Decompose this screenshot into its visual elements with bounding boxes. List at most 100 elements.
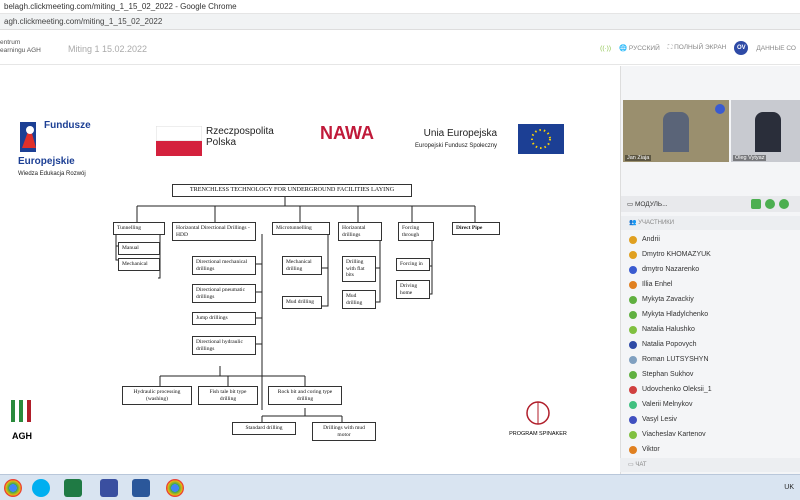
video-tile[interactable]: Oleg Vytyaz bbox=[731, 100, 800, 162]
agh-logo: AGH bbox=[6, 396, 38, 441]
participant-name: Valerii Melnykov bbox=[642, 401, 693, 408]
participant-item[interactable]: Mykyta Hladylchenko bbox=[621, 307, 800, 322]
node-dmech: Directional mechanical drillings bbox=[192, 256, 256, 275]
participant-item[interactable]: Vasyl Lesiv bbox=[621, 412, 800, 427]
participant-item[interactable]: Mykyta Zavackiy bbox=[621, 292, 800, 307]
node-forcing-in: Forcing in bbox=[396, 258, 430, 271]
participant-avatar bbox=[629, 340, 637, 349]
participant-avatar bbox=[629, 355, 637, 364]
node-manual: Manual bbox=[118, 242, 160, 255]
node-dhyd: Directional hydraulic drillings bbox=[192, 336, 256, 355]
skype-icon[interactable] bbox=[32, 479, 50, 497]
participant-name: Udovchenko Oleksii_1 bbox=[642, 386, 712, 393]
participant-name: Viacheslav Kartenov bbox=[642, 431, 706, 438]
window-title: belagh.clickmeeting.com/miting_1_15_02_2… bbox=[0, 0, 800, 14]
eu-flag-icon bbox=[518, 124, 564, 154]
sidebar: Jan Ziaja Oleg Vytyaz ▭ МОДУЛЬ... 👥 УЧАС… bbox=[620, 66, 800, 474]
participant-name: Viktor bbox=[642, 446, 660, 453]
participant-item[interactable]: Stephan Sukhov bbox=[621, 367, 800, 382]
participant-avatar bbox=[629, 280, 637, 289]
node-mud-motor: Drillings with mud motor bbox=[312, 422, 376, 441]
participant-item[interactable]: dmytro Nazarenko bbox=[621, 262, 800, 277]
mic-icon[interactable] bbox=[765, 199, 775, 209]
spinaker-logo: PROGRAM SPINAKER bbox=[508, 400, 568, 437]
participant-avatar bbox=[629, 445, 637, 454]
module-bar[interactable]: ▭ МОДУЛЬ... bbox=[621, 196, 800, 212]
word-icon[interactable] bbox=[132, 479, 150, 497]
participant-avatar bbox=[629, 415, 637, 424]
participants-header: 👥 УЧАСТНИКИ bbox=[621, 216, 800, 230]
participant-avatar bbox=[629, 310, 637, 319]
participant-item[interactable]: Viktor bbox=[621, 442, 800, 457]
participant-avatar bbox=[629, 325, 637, 334]
participant-avatar bbox=[629, 370, 637, 379]
participant-name: dmytro Nazarenko bbox=[642, 266, 700, 273]
node-mud-drilling-2: Mud drilling bbox=[342, 290, 376, 309]
participant-avatar bbox=[629, 430, 637, 439]
node-flat-bits: Drilling with flat bits bbox=[342, 256, 376, 282]
chrome-active-icon[interactable] bbox=[166, 479, 184, 497]
participant-name: Andrii bbox=[642, 236, 660, 243]
diagram-title: TRENCHLESS TECHNOLOGY FOR UNDERGROUND FA… bbox=[172, 184, 412, 197]
node-driving-home: Driving home bbox=[396, 280, 430, 299]
participant-item[interactable]: Udovchenko Oleksii_1 bbox=[621, 382, 800, 397]
taskbar: UK bbox=[0, 474, 800, 500]
chrome-icon[interactable] bbox=[4, 479, 22, 497]
participant-avatar bbox=[629, 250, 637, 259]
chat-header[interactable]: ▭ ЧАТ bbox=[620, 458, 800, 472]
participant-name: Stephan Sukhov bbox=[642, 371, 694, 378]
language-button[interactable]: 🌐 РУССКИЙ bbox=[619, 45, 660, 52]
participant-item[interactable]: Andrii bbox=[621, 232, 800, 247]
excel-icon[interactable] bbox=[64, 479, 82, 497]
participant-name: Mykyta Zavackiy bbox=[642, 296, 694, 303]
fullscreen-button[interactable]: ⛶ ПОЛНЫЙ ЭКРАН bbox=[667, 44, 727, 51]
node-rock-bit: Rock bit and coring type drilling bbox=[268, 386, 342, 405]
node-tunnelling: Tunnelling bbox=[113, 222, 165, 235]
share-icon[interactable] bbox=[779, 199, 789, 209]
participant-avatar bbox=[629, 265, 637, 274]
participant-avatar bbox=[629, 385, 637, 394]
save-icon[interactable] bbox=[100, 479, 118, 497]
participant-item[interactable]: Dmytro KHOMAZYUK bbox=[621, 247, 800, 262]
participant-name: Roman LUTSYSHYN bbox=[642, 356, 709, 363]
participant-item[interactable]: Natalia Halushko bbox=[621, 322, 800, 337]
video-tile[interactable]: Jan Ziaja bbox=[623, 100, 729, 162]
node-mech-drilling: Mechanical drilling bbox=[282, 256, 322, 275]
node-mechanical: Mechanical bbox=[118, 258, 160, 271]
participant-item[interactable]: Roman LUTSYSHYN bbox=[621, 352, 800, 367]
meeting-title: Miting 1 15.02.2022 bbox=[68, 44, 148, 54]
node-forcing-through: Forcing through bbox=[398, 222, 434, 241]
participant-name: Vasyl Lesiv bbox=[642, 416, 677, 423]
participant-name: Natalia Popovych bbox=[642, 341, 697, 348]
node-jump: Jump drillings bbox=[192, 312, 256, 325]
participant-item[interactable]: Natalia Popovych bbox=[621, 337, 800, 352]
participant-name: Illia Enhel bbox=[642, 281, 673, 288]
node-dpneu: Directional pneumatic drillings bbox=[192, 284, 256, 303]
avatar[interactable]: OV bbox=[734, 41, 749, 55]
node-microtunnelling: Microtunnelling bbox=[272, 222, 330, 235]
participant-avatar bbox=[629, 235, 637, 244]
node-horizontal: Horizontal drillings bbox=[338, 222, 382, 241]
node-hydraulic-processing: Hydraulic processing (washing) bbox=[122, 386, 192, 405]
participant-avatar bbox=[629, 400, 637, 409]
node-hdd: Horizontal Directional Drillings - HDD bbox=[172, 222, 256, 241]
nawa-logo: NAWA bbox=[320, 123, 374, 143]
participant-item[interactable]: Valerii Melnykov bbox=[621, 397, 800, 412]
node-fish-tale: Fish tale bit type drilling bbox=[198, 386, 258, 405]
node-direct-pipe: Direct Pipe bbox=[452, 222, 500, 235]
participant-avatar bbox=[629, 295, 637, 304]
user-data-button[interactable]: ДАННЫЕ СО bbox=[756, 44, 796, 52]
participant-item[interactable]: Illia Enhel bbox=[621, 277, 800, 292]
camera-icon[interactable] bbox=[751, 199, 761, 209]
participant-item[interactable]: Viacheslav Kartenov bbox=[621, 427, 800, 442]
address-bar[interactable]: agh.clickmeeting.com/miting_1_15_02_2022 bbox=[0, 14, 800, 30]
language-indicator[interactable]: UK bbox=[784, 484, 794, 491]
participant-name: Mykyta Hladylchenko bbox=[642, 311, 709, 318]
